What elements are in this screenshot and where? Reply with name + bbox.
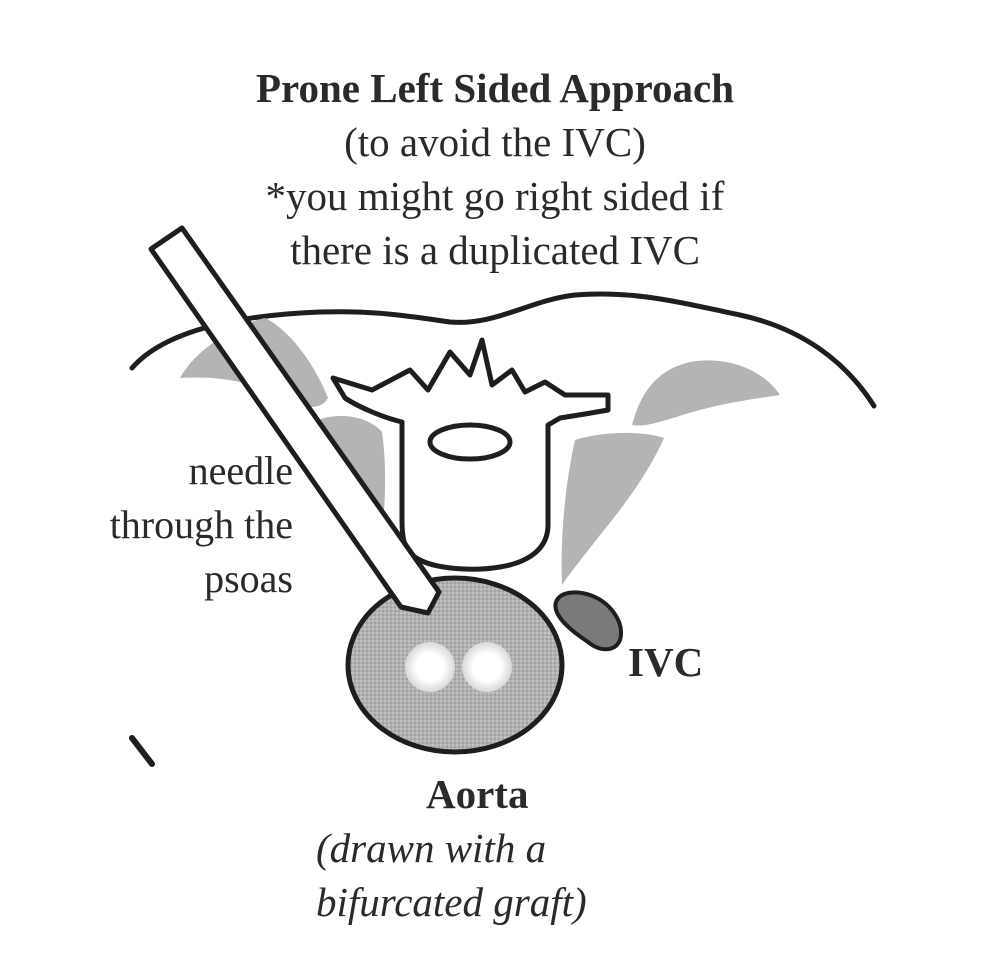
aorta-label: Aorta	[426, 771, 529, 817]
body-outline-fragment	[129, 735, 155, 767]
ivc-label: IVC	[628, 639, 704, 685]
aorta-vessel	[345, 575, 565, 755]
needle-label-line-3: psoas	[204, 556, 293, 601]
subtitle-line-3: there is a duplicated IVC	[290, 227, 700, 273]
aorta-note-line-1: (drawn with a	[316, 825, 547, 871]
needle-label-line-1: needle	[188, 448, 293, 493]
aorta-note-line-2: bifurcated graft)	[316, 879, 587, 925]
graft-lumen-left	[405, 642, 455, 692]
body-outline	[129, 291, 877, 409]
graft-lumen-right	[462, 642, 512, 692]
needle-label-line-2: through the	[109, 502, 293, 547]
spinal-canal	[427, 422, 513, 462]
subtitle-line-2: *you might go right sided if	[265, 173, 725, 219]
needle	[148, 225, 442, 616]
ivc-vessel	[553, 590, 623, 652]
right-psoas-muscle	[561, 432, 664, 585]
right-paraspinal-muscle	[632, 360, 780, 426]
diagram-title: Prone Left Sided Approach	[255, 65, 734, 111]
subtitle-line-1: (to avoid the IVC)	[344, 119, 646, 165]
